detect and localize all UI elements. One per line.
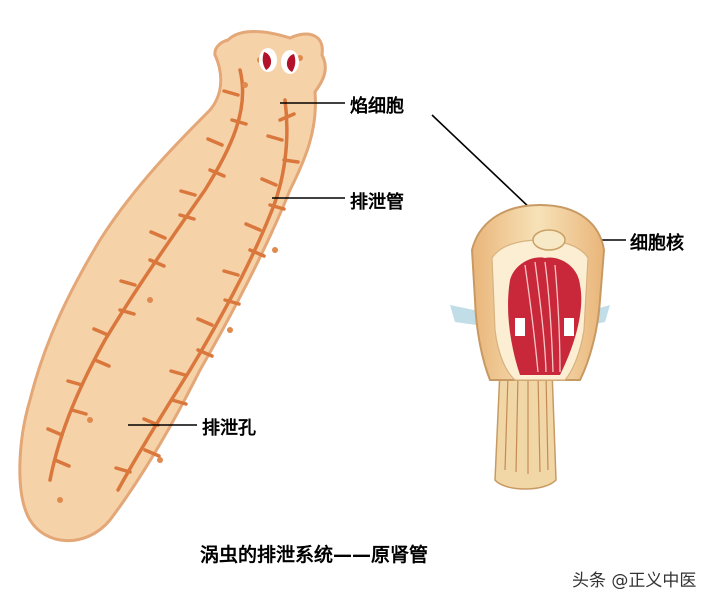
label-nucleus: 细胞核 <box>630 233 684 254</box>
label-excretory-duct: 排泄管 <box>350 192 404 213</box>
planarian-outline <box>18 30 327 543</box>
flame-cell-detail <box>450 203 610 490</box>
leader-lines <box>128 102 626 426</box>
eye-spots <box>259 48 299 74</box>
label-flame-cell: 焰细胞 <box>350 96 404 117</box>
tubule-network <box>46 68 300 492</box>
planarian-body <box>18 30 327 543</box>
label-excretory-pore: 排泄孔 <box>202 418 256 439</box>
watermark: 头条 @正义中医 <box>572 571 697 591</box>
figure-caption: 涡虫的排泄系统——原肾管 <box>200 544 429 566</box>
